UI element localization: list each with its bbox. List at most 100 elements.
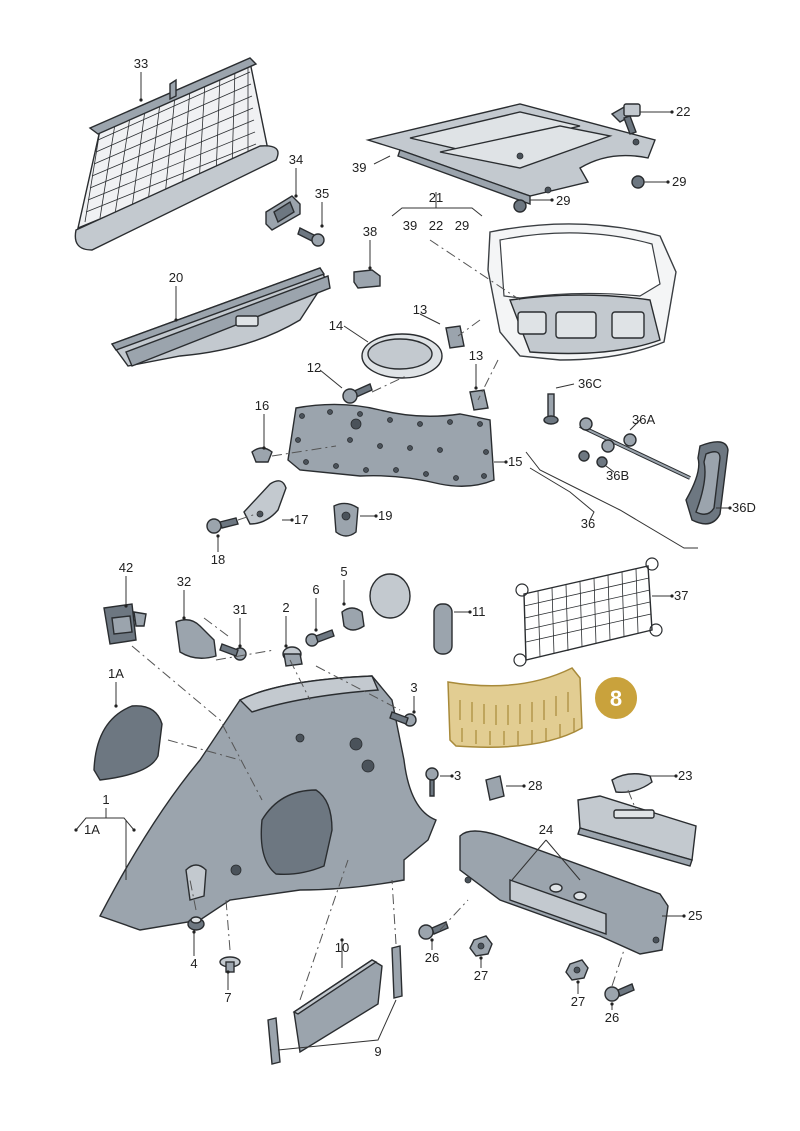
label-23: 23 (678, 768, 692, 783)
mat-ribs (459, 692, 575, 745)
sill-rail-reference (577, 795, 697, 867)
part-20-luggage-cover (110, 267, 331, 367)
label-22: 22 (676, 104, 690, 119)
label-38: 38 (363, 224, 377, 239)
part-22-bolt (610, 103, 641, 135)
label-27-right: 27 (571, 994, 585, 1009)
part-6-screw (305, 629, 335, 647)
part-23-plate (611, 773, 653, 793)
part-13-clip-b (469, 389, 489, 411)
label-36D: 36D (732, 500, 756, 515)
label-31: 31 (233, 602, 247, 617)
label-33: 33 (134, 56, 148, 71)
label-36: 36 (581, 516, 595, 531)
part-17-hook (243, 480, 287, 525)
label-17: 17 (294, 512, 308, 527)
label-6: 6 (312, 582, 319, 597)
label-3-top: 3 (410, 680, 417, 695)
label-35: 35 (315, 186, 329, 201)
label-42: 42 (119, 560, 133, 575)
group-label-39: 39 (403, 218, 417, 233)
label-29-right: 29 (672, 174, 686, 189)
part-14-lamp (361, 333, 443, 379)
part-7-clip (219, 956, 241, 973)
label-20: 20 (169, 270, 183, 285)
part-29-buffer-left (513, 199, 527, 213)
label-13-bottom: 13 (469, 348, 483, 363)
storage-net-mesh (523, 568, 652, 658)
part-8-insulation-mat (447, 667, 583, 748)
assembly-lines (131, 239, 637, 1001)
part-9-strip-b (391, 945, 403, 999)
part-36C-pin (543, 393, 559, 425)
part-29-buffer-right (631, 175, 645, 189)
part-9-strip-a (267, 1017, 281, 1065)
label-14: 14 (329, 318, 343, 333)
net-grid (84, 64, 257, 223)
label-36A: 36A (632, 412, 655, 427)
label-18: 18 (211, 552, 225, 567)
part-26-screw-b (604, 983, 635, 1002)
part-18-screw (206, 517, 239, 534)
part-16-clip (251, 447, 273, 463)
part-1-side-trim (99, 675, 437, 931)
label-36C: 36C (578, 376, 602, 391)
label-11: 11 (472, 604, 486, 619)
label-26-left: 26 (425, 950, 439, 965)
part-1A-cover (93, 705, 163, 781)
label-3-bottom: 3 (454, 768, 461, 783)
label-36B: 36B (606, 468, 629, 483)
part-10-board (292, 959, 383, 1054)
tailgate-reference (487, 223, 677, 361)
label-34: 34 (289, 152, 303, 167)
label-5: 5 (340, 564, 347, 579)
label-25: 25 (688, 908, 702, 923)
part-27-nut-b (565, 959, 589, 981)
label-29-left: 29 (556, 193, 570, 208)
part-3-screw-a (389, 711, 417, 727)
label-39: 39 (352, 160, 366, 175)
part-11-trim (433, 603, 453, 655)
part-labels: 33 22 34 35 39 21 29 29 39 22 29 38 20 1… (84, 56, 756, 1059)
group-label-22: 22 (429, 218, 443, 233)
label-28: 28 (528, 778, 542, 793)
highlight-badge-label: 8 (610, 686, 622, 711)
part-38-clip (353, 269, 381, 289)
part-28-clip (485, 775, 505, 801)
leader-lines (75, 72, 730, 1051)
part-13-clip-a (445, 325, 465, 349)
panel-holes (295, 409, 489, 481)
label-1A: 1A (108, 666, 124, 681)
label-37: 37 (674, 588, 688, 603)
label-32: 32 (177, 574, 191, 589)
label-26-right: 26 (605, 1010, 619, 1025)
label-1: 1 (102, 792, 109, 807)
part-15-cover-panel (287, 403, 495, 487)
part-37-storage-net (513, 557, 663, 667)
part-5-cap (341, 573, 411, 631)
part-36A-rod (579, 417, 691, 480)
part-34-bracket (265, 195, 301, 231)
part-26-screw-a (418, 921, 449, 940)
label-15: 15 (508, 454, 522, 469)
part-42-clip (103, 603, 147, 645)
part-36D-handle (685, 441, 729, 525)
part-2-sleeve (282, 646, 303, 667)
part-19-latch (333, 502, 359, 537)
highlight-badge-8[interactable]: 8 (593, 675, 639, 721)
part-25-sill-cover (459, 830, 669, 955)
label-16: 16 (255, 398, 269, 413)
label-27-left: 27 (474, 968, 488, 983)
part-35-screw (297, 227, 325, 247)
part-12-screw (342, 383, 373, 404)
label-12: 12 (307, 360, 321, 375)
label-19: 19 (378, 508, 392, 523)
part-36B-bracket (578, 450, 608, 468)
label-9: 9 (374, 1044, 381, 1059)
label-7: 7 (224, 990, 231, 1005)
group-label-29: 29 (455, 218, 469, 233)
label-24: 24 (539, 822, 553, 837)
part-31-screw (219, 643, 247, 661)
label-21: 21 (429, 190, 443, 205)
